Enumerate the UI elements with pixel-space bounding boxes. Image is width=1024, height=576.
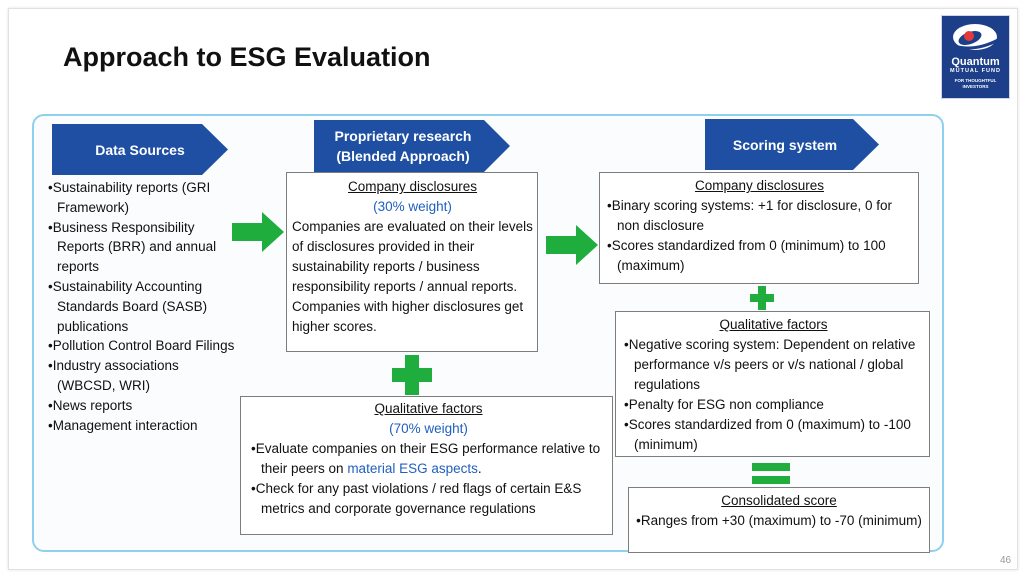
proprietary-research-header: Proprietary research (Blended Approach) — [314, 120, 510, 172]
list-item: •Industry associations (WBCSD, WRI) — [48, 358, 179, 393]
list-item: •Scores standardized from 0 (maximum) to… — [624, 417, 911, 452]
logo-sub: MUTUAL FUND — [950, 68, 1001, 74]
data-sources-header: Data Sources — [52, 124, 228, 175]
box-title: Qualitative factors — [374, 401, 483, 416]
chevron-shape — [705, 119, 879, 170]
scoring-disclosures-box: Company disclosures •Binary scoring syst… — [599, 172, 919, 284]
list-item: •Penalty for ESG non compliance — [624, 397, 824, 412]
page-title: Approach to ESG Evaluation — [63, 42, 431, 72]
list-item: •Pollution Control Board Filings — [48, 338, 235, 354]
green-plus-icon — [392, 355, 432, 395]
chevron-shape — [52, 124, 228, 175]
logo-emblem-icon — [953, 24, 999, 50]
box-title: Consolidated score — [721, 493, 837, 508]
list-item: •Sustainability reports (GRI Framework) — [48, 180, 211, 215]
proprietary-header-line2: (Blended Approach) — [336, 148, 470, 164]
list-item: •News reports — [48, 397, 133, 413]
list-item: •Management interaction — [48, 417, 198, 433]
data-sources-list: •Sustainability reports (GRI Framework) … — [48, 178, 236, 435]
consolidated-score-box: Consolidated score •Ranges from +30 (max… — [628, 487, 930, 553]
logo-name: Quantum — [951, 56, 1000, 68]
list-item: •Check for any past violations / red fla… — [251, 481, 582, 516]
proprietary-header-line1: Proprietary research — [334, 128, 472, 144]
green-equals-icon — [752, 463, 790, 484]
box-body: Companies are evaluated on their levels … — [292, 219, 533, 334]
list-item: •Ranges from +30 (maximum) to -70 (minim… — [636, 513, 922, 528]
green-plus-icon — [750, 286, 774, 310]
research-qualitative-box: Qualitative factors (70% weight) •Evalua… — [240, 396, 613, 535]
quantum-logo: Quantum MUTUAL FUND FOR THOUGHTFUL INVES… — [941, 15, 1010, 99]
green-arrow-icon — [232, 212, 284, 252]
box-title: Company disclosures — [694, 178, 825, 193]
logo-tagline: FOR THOUGHTFUL INVESTORS — [954, 78, 997, 89]
list-item: •Business Responsibility Reports (BRR) a… — [48, 219, 217, 275]
list-item: •Evaluate companies on their ESG perform… — [251, 441, 601, 476]
chevron-shape — [314, 120, 510, 172]
green-arrow-icon — [546, 225, 598, 265]
scoring-qualitative-box: Qualitative factors •Negative scoring sy… — [615, 311, 930, 457]
scoring-system-header: Scoring system — [705, 119, 879, 170]
list-item: •Negative scoring system: Dependent on r… — [624, 337, 916, 392]
weight-label: (70% weight) — [389, 421, 468, 436]
research-disclosures-box: Company disclosures (30% weight) Compani… — [286, 172, 538, 352]
weight-label: (30% weight) — [373, 199, 452, 214]
page-number: 46 — [1000, 555, 1012, 566]
list-item: •Binary scoring systems: +1 for disclosu… — [607, 198, 892, 233]
list-item: •Sustainability Accounting Standards Boa… — [48, 278, 208, 334]
box-title: Qualitative factors — [719, 317, 828, 332]
list-item: •Scores standardized from 0 (minimum) to… — [607, 238, 886, 273]
material-esg-aspects-link: material ESG aspects — [347, 461, 478, 476]
box-title: Company disclosures — [347, 179, 478, 194]
